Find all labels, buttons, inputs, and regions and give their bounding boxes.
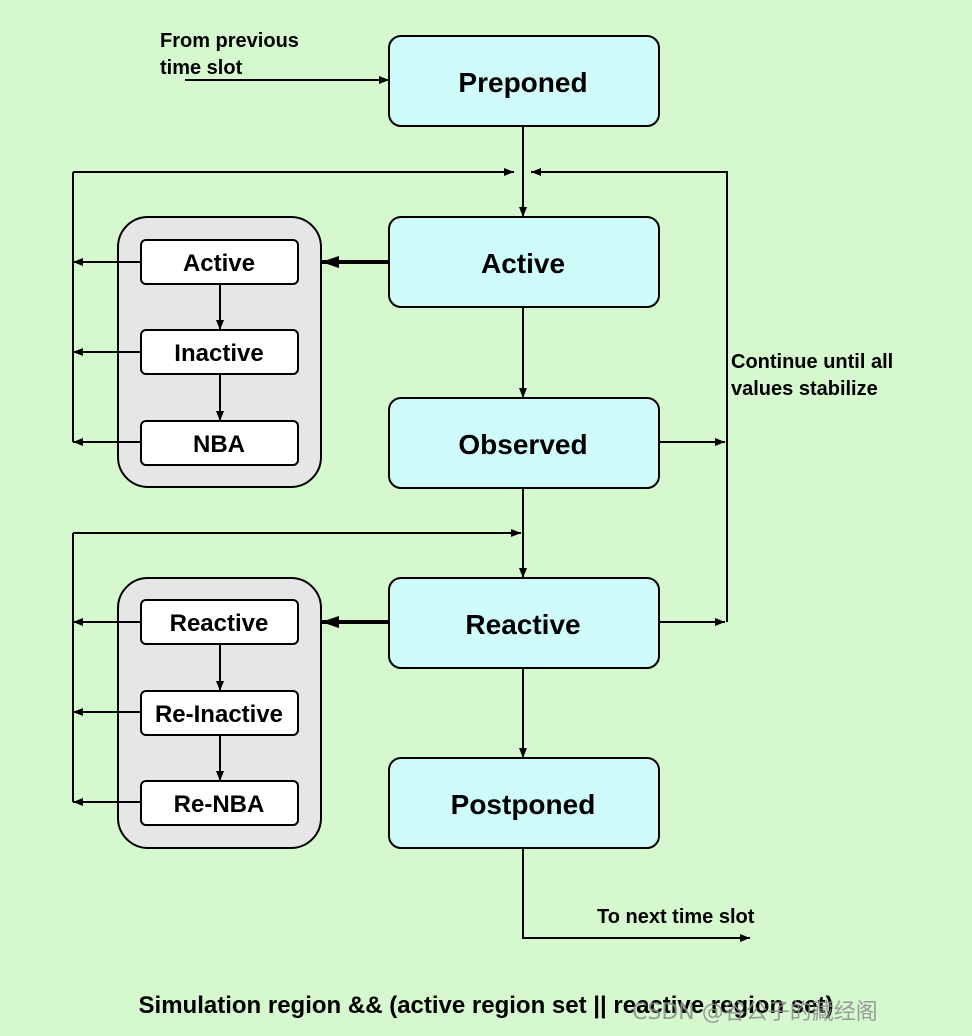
from-previous-label-line1: From previous — [160, 30, 299, 52]
diagram-caption: Simulation region && (active region set … — [138, 992, 834, 1019]
arrow-to-next-slot — [522, 848, 750, 942]
continue-label-line2: values stabilize — [731, 378, 878, 400]
preponed-label: Preponed — [458, 67, 587, 98]
sub-nba-label: NBA — [193, 431, 245, 458]
sub-reactive-label: Reactive — [170, 610, 269, 637]
right-loop-return — [531, 168, 728, 622]
continue-label-line1: Continue until all — [731, 351, 893, 373]
sub-inactive-label: Inactive — [174, 340, 263, 367]
watermark: CSDN @谷公子的藏经阁 — [632, 1000, 878, 1025]
postponed-label: Postponed — [451, 789, 596, 820]
to-next-label: To next time slot — [597, 906, 755, 928]
from-previous-label-line2: time slot — [160, 57, 243, 79]
sub-re-inactive-label: Re-Inactive — [155, 701, 283, 728]
sub-re-nba-label: Re-NBA — [174, 791, 265, 818]
sub-active-label: Active — [183, 250, 255, 277]
reactive-label: Reactive — [465, 609, 580, 640]
active-label: Active — [481, 248, 565, 279]
observed-label: Observed — [458, 429, 587, 460]
